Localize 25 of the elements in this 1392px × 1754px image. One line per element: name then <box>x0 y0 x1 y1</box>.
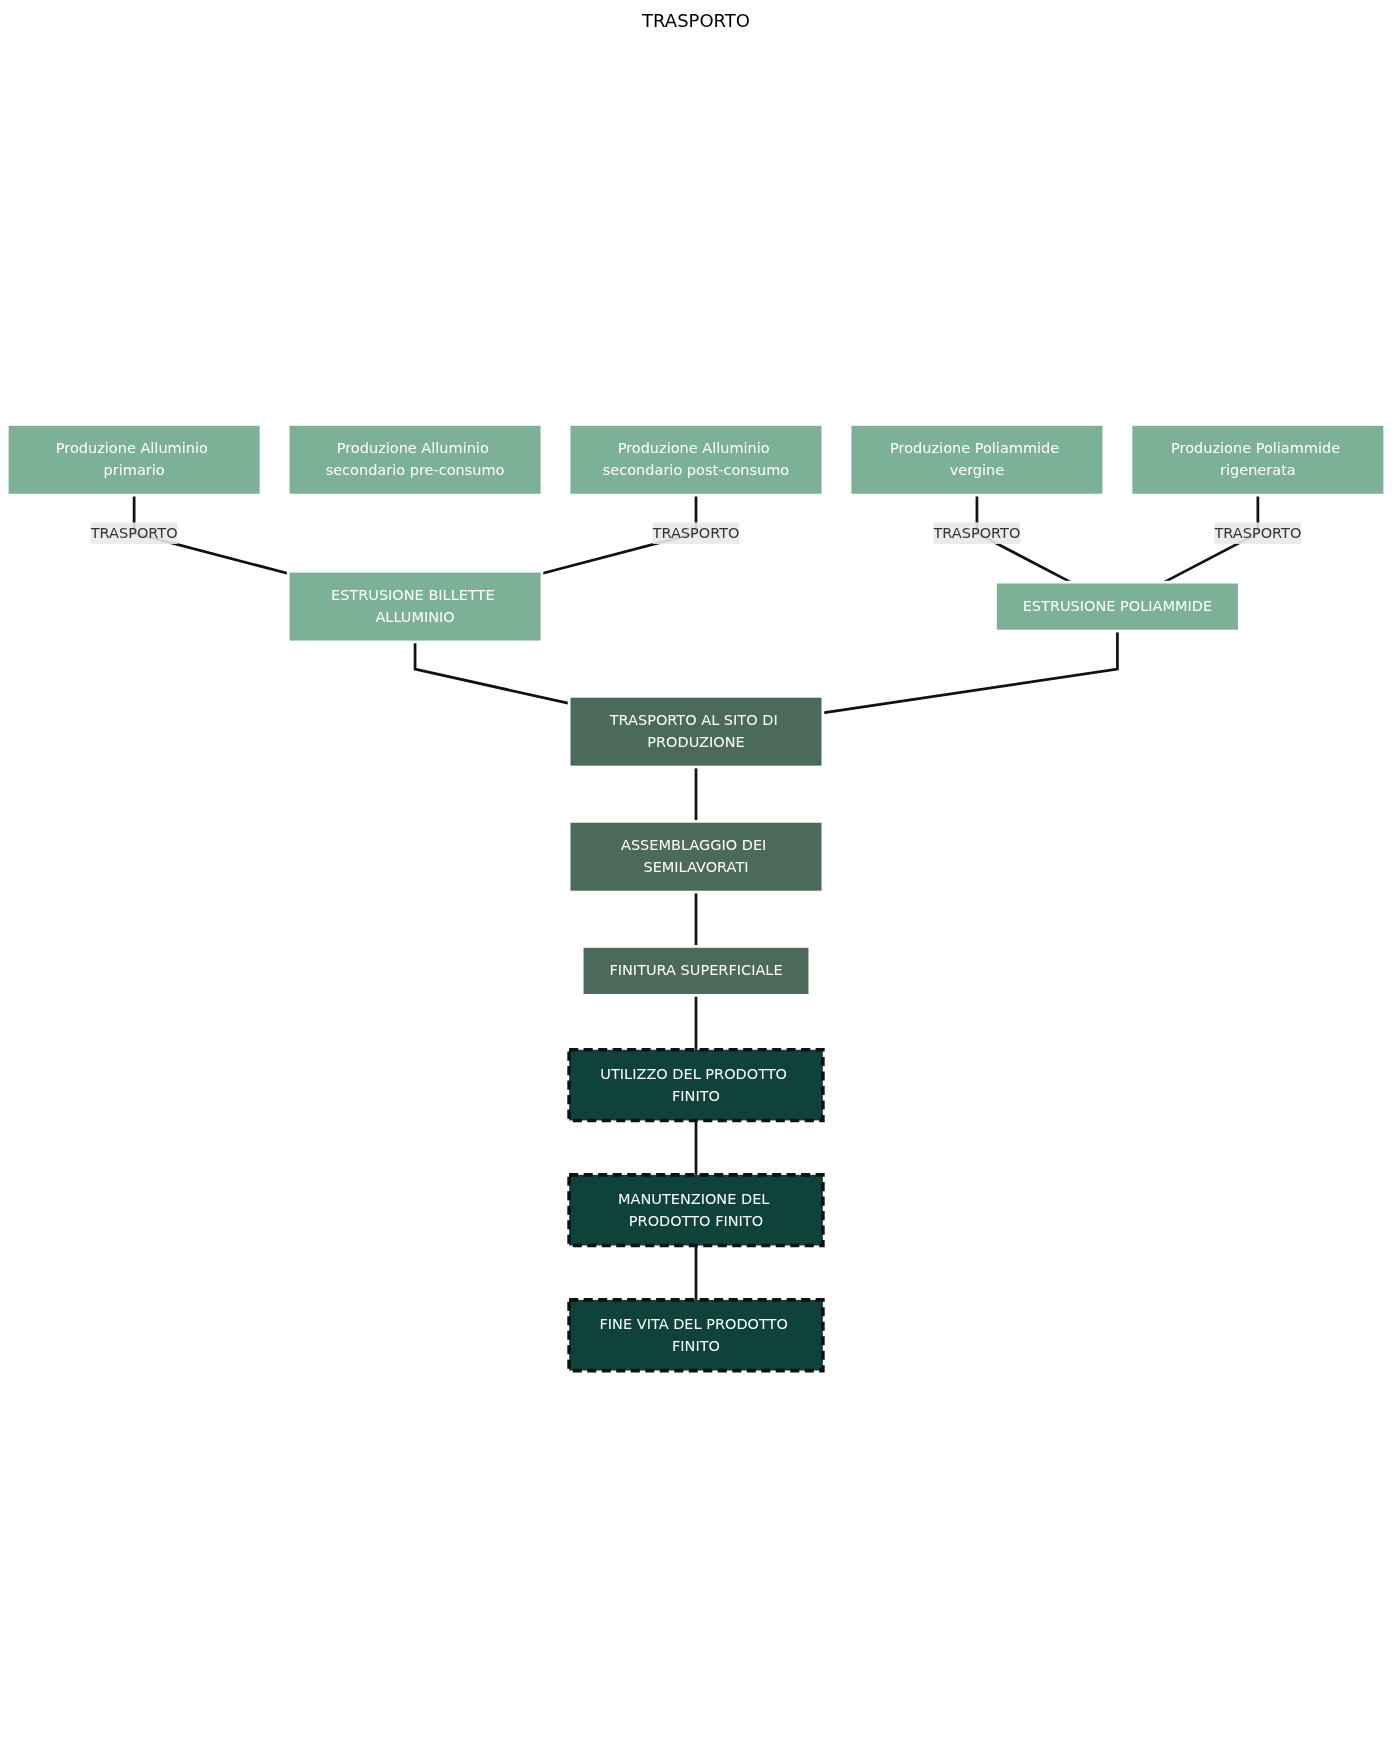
connector <box>694 995 698 1050</box>
node-box: Produzione Alluminio secondario post-consumo <box>567 423 825 497</box>
connector <box>822 631 1119 715</box>
node-box: ESTRUSIONE BILLETTE ALLUMINIO <box>286 569 544 644</box>
node-box: Produzione Alluminio primario <box>5 423 263 497</box>
connector <box>694 892 698 947</box>
connector <box>694 767 698 822</box>
node-box: FINITURA SUPERFICIALE <box>580 945 812 997</box>
node-box: Produzione Poliammide vergine <box>848 423 1106 497</box>
connector <box>413 641 570 705</box>
connector <box>694 1245 698 1300</box>
node-box: ASSEMBLAGGIO DEI SEMILAVORATI <box>567 820 825 894</box>
note-text: TRASPORTO <box>642 10 750 31</box>
node-box: ESTRUSIONE POLIAMMIDE <box>994 580 1241 633</box>
node-box: Produzione Poliammide rigenerata <box>1129 423 1387 497</box>
node-box: Produzione Alluminio secondario pre-consumo <box>286 423 544 497</box>
connector <box>694 1120 698 1175</box>
edge-label: TRASPORTO <box>90 524 178 542</box>
edge-label: TRASPORTO <box>1214 524 1302 542</box>
node-box: TRASPORTO AL SITO DI PRODUZIONE <box>567 694 825 769</box>
node-box: UTILIZZO DEL PRODOTTO FINITO <box>567 1047 825 1123</box>
node-box: FINE VITA DEL PRODOTTO FINITO <box>567 1298 825 1373</box>
edge-label: TRASPORTO <box>652 524 740 542</box>
edge-label: TRASPORTO <box>933 524 1021 542</box>
node-box: MANUTENZIONE DEL PRODOTTO FINITO <box>567 1173 825 1248</box>
